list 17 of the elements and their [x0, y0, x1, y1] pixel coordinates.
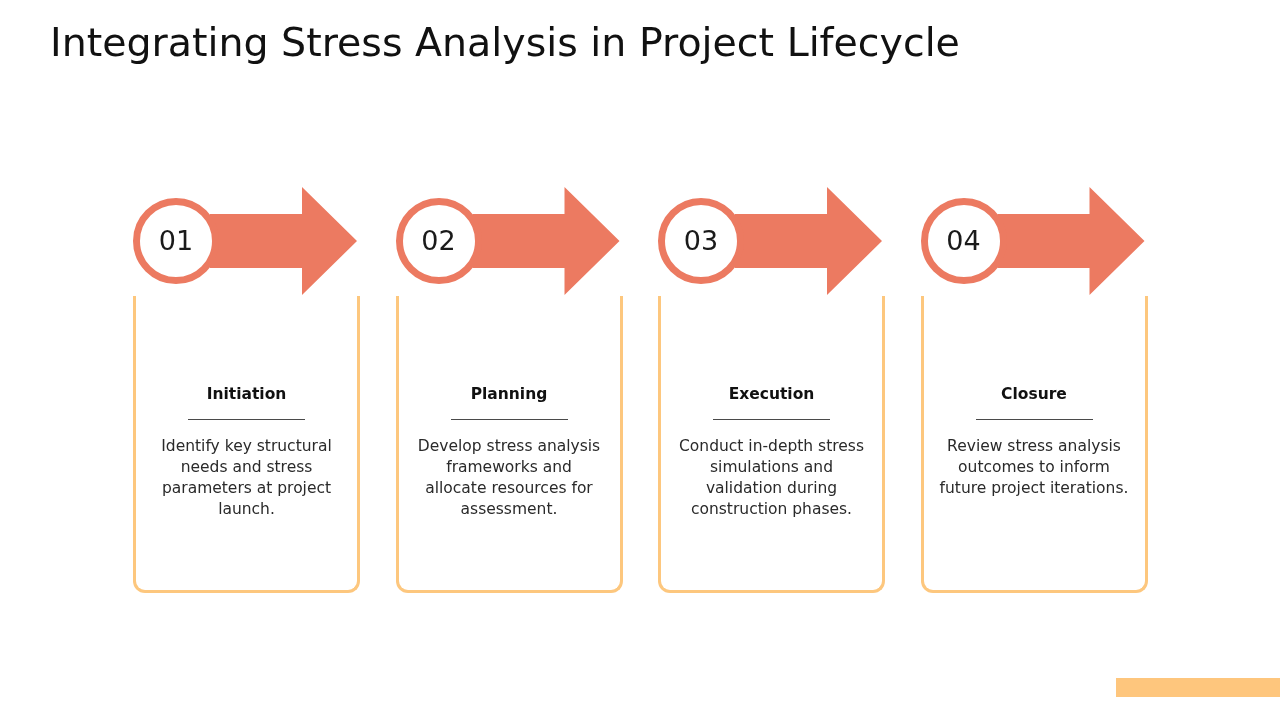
step-description: Develop stress analysis frameworks and allocate resources for assessment. — [416, 436, 602, 520]
step-description: Conduct in-depth stress simulations and validation during construction phases. — [678, 436, 865, 520]
step-heading: Execution — [728, 384, 815, 405]
step-heading: Planning — [470, 384, 548, 405]
slide-title: Integrating Stress Analysis in Project Lifecycle — [50, 18, 960, 67]
step-card — [133, 296, 360, 593]
block-arrow — [210, 187, 357, 295]
step-card — [658, 296, 885, 593]
block-arrow — [997, 187, 1145, 295]
step-heading: Initiation — [206, 384, 287, 405]
block-arrow — [735, 187, 882, 295]
step-heading: Closure — [1001, 384, 1067, 405]
step-card — [395, 296, 623, 593]
step-description: Identify key structural needs and stress parameters at project launch. — [160, 436, 333, 520]
step-description: Review stress analysis outcomes to inform future project iterations. — [938, 436, 1130, 499]
block-arrow — [472, 187, 620, 295]
step-card — [920, 296, 1148, 593]
